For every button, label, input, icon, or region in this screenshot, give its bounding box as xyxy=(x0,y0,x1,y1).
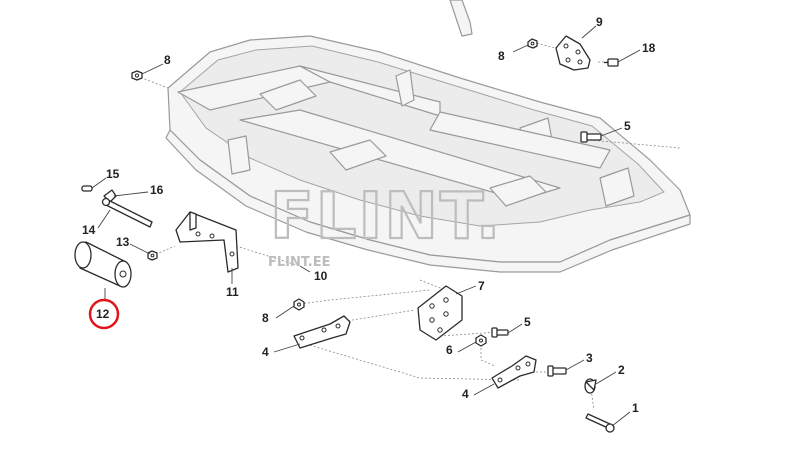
nut-8-deck[interactable] xyxy=(131,70,143,81)
bracket-9[interactable] xyxy=(555,35,591,71)
highlight-circle xyxy=(88,298,120,330)
callout-1: 1 xyxy=(632,401,639,415)
bracket-4-right[interactable] xyxy=(491,355,537,389)
callout-6: 6 xyxy=(446,343,453,357)
bracket-11[interactable] xyxy=(175,211,239,273)
callout-8: 8 xyxy=(164,53,171,67)
nut-8-bracket9[interactable] xyxy=(527,38,538,49)
rod-14[interactable] xyxy=(101,197,153,228)
watermark: FLINT. FLINT.EE xyxy=(268,179,502,270)
callout-15: 15 xyxy=(106,167,120,181)
bracket-4-left[interactable] xyxy=(293,315,351,349)
callout-16: 16 xyxy=(150,183,164,197)
bolt-5-deck[interactable] xyxy=(580,131,602,143)
roller-12[interactable] xyxy=(74,241,132,288)
callout-7: 7 xyxy=(478,279,485,293)
callout-2: 2 xyxy=(618,363,625,377)
pin-15[interactable] xyxy=(81,185,93,192)
callout-9: 9 xyxy=(596,15,603,29)
nut-13[interactable] xyxy=(147,250,158,261)
callout-4: 4 xyxy=(262,345,269,359)
plate-7[interactable] xyxy=(417,285,463,341)
callout-14: 14 xyxy=(82,223,96,237)
callout-13: 13 xyxy=(116,235,130,249)
callout-5: 5 xyxy=(524,315,531,329)
callout-8: 8 xyxy=(262,311,269,325)
callout-4: 4 xyxy=(462,387,469,401)
callout-3: 3 xyxy=(586,351,593,365)
watermark-brand: FLINT. xyxy=(270,180,502,254)
bolt-5-mid[interactable] xyxy=(491,327,509,338)
mower-deck xyxy=(165,0,691,273)
callouts: 8 9 8 18 5 15 16 14 13 11 10 12 7 8 5 4 … xyxy=(82,15,656,415)
nut-6[interactable] xyxy=(475,334,487,347)
callout-8: 8 xyxy=(498,49,505,63)
callout-5: 5 xyxy=(624,119,631,133)
clip-2[interactable] xyxy=(584,378,597,394)
callout-18: 18 xyxy=(642,41,656,55)
callout-10: 10 xyxy=(314,269,328,283)
callout-12: 12 xyxy=(96,307,110,321)
callout-11: 11 xyxy=(226,285,239,299)
bolt-3[interactable] xyxy=(547,365,567,377)
bolt-18[interactable] xyxy=(604,58,619,67)
pin-1[interactable] xyxy=(585,413,615,433)
watermark-site: FLINT.EE xyxy=(268,255,330,270)
nut-8-mid[interactable] xyxy=(293,298,305,311)
leader-lines xyxy=(91,25,641,427)
